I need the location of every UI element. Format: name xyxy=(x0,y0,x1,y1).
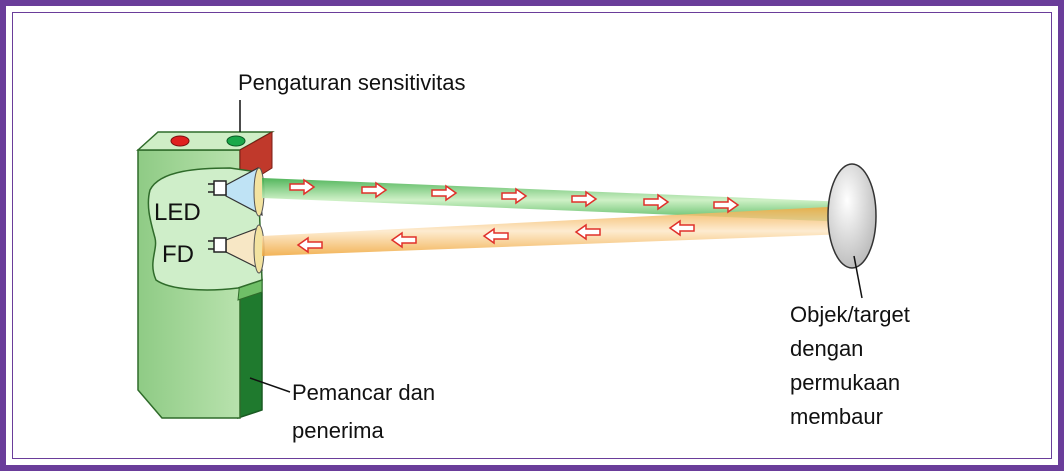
fd-component-icon xyxy=(213,237,227,253)
left-arrow-icon xyxy=(390,231,417,249)
sensitivity-label: Pengaturan sensitivitas xyxy=(238,70,465,95)
right-arrow-icon xyxy=(361,181,388,199)
target-label-line1: Objek/target xyxy=(790,302,910,327)
right-arrow-icon xyxy=(289,178,316,196)
led-component-icon xyxy=(213,180,227,196)
target-label-line2: dengan xyxy=(790,336,863,361)
return-arrows xyxy=(296,219,695,254)
left-arrow-icon xyxy=(296,236,323,254)
right-arrow-icon xyxy=(431,184,458,202)
target-leader-line xyxy=(853,255,863,299)
right-arrow-icon xyxy=(643,193,670,211)
emit-arrows xyxy=(289,178,740,214)
transceiver-label-line1: Pemancar dan xyxy=(292,380,435,405)
target-object xyxy=(827,163,877,269)
indicator-green-light xyxy=(226,135,246,147)
reflected-light-beam xyxy=(262,206,848,256)
right-arrow-icon xyxy=(713,196,740,214)
target-label-line4: membaur xyxy=(790,404,883,429)
left-arrow-icon xyxy=(574,223,601,241)
target-label-line3: permukaan xyxy=(790,370,900,395)
left-arrow-icon xyxy=(482,227,509,245)
fd-label: FD xyxy=(162,241,194,268)
transceiver-leader-line xyxy=(249,377,291,393)
right-arrow-icon xyxy=(501,187,528,205)
emitted-light-beam xyxy=(262,178,848,222)
led-label: LED xyxy=(154,199,201,226)
transceiver-label-line2: penerima xyxy=(292,418,384,443)
left-arrow-icon xyxy=(668,219,695,237)
right-arrow-icon xyxy=(571,190,598,208)
diagram-inner-border xyxy=(12,12,1052,459)
indicator-red-light xyxy=(170,135,190,147)
